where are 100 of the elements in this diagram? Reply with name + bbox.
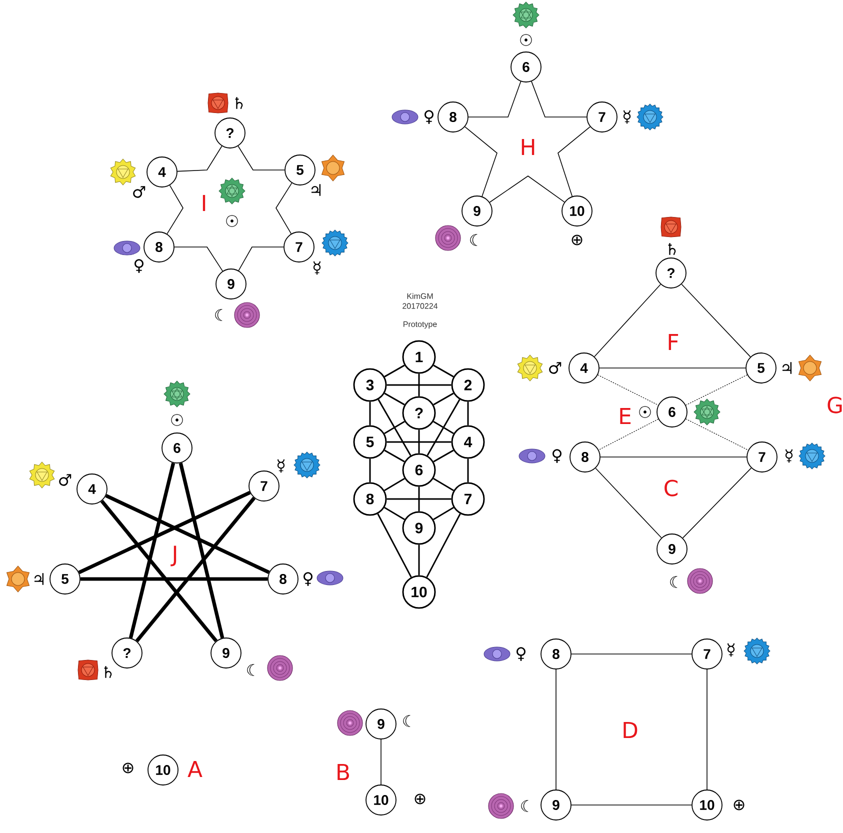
connector: [384, 450, 405, 462]
note-text: KimGM: [407, 293, 433, 299]
planet-symbol: ⊕: [414, 794, 426, 804]
planet-symbol: ☉: [226, 215, 238, 227]
connector: [386, 441, 452, 443]
section-letter: E: [620, 408, 631, 424]
planet-symbol: ♂: [59, 474, 72, 486]
planet-symbol: ♀: [516, 647, 526, 661]
connector: [178, 462, 224, 638]
connector: [384, 478, 405, 492]
connector: [418, 486, 420, 512]
connector: [174, 246, 223, 272]
connector: [384, 392, 405, 406]
planet-symbol: ☿: [313, 261, 321, 275]
planet-symbol: ♀: [134, 259, 144, 273]
connector: [166, 184, 184, 234]
connector: [238, 246, 284, 271]
connector: [386, 498, 452, 500]
section-letter: J: [170, 546, 176, 566]
connector: [135, 496, 256, 642]
connector: [464, 126, 498, 197]
connector: [105, 494, 270, 574]
connector: [594, 284, 661, 358]
planet-symbol: ☾: [670, 576, 678, 588]
connector: [686, 374, 748, 406]
connector: [238, 146, 285, 170]
note-text: 20170224: [402, 303, 438, 309]
connector: [276, 182, 292, 234]
connector: [531, 81, 587, 118]
connector: [433, 392, 454, 406]
planet-symbol: ⊕: [572, 234, 582, 246]
connector: [386, 384, 452, 386]
planet-symbol: ♀: [552, 449, 562, 463]
connector: [384, 506, 405, 520]
planet-symbol: ☿: [277, 459, 285, 473]
section-letter: G: [828, 396, 842, 414]
connector: [378, 399, 412, 456]
connector: [418, 374, 420, 396]
planet-symbol: ♄: [668, 243, 676, 255]
planet-symbol: ☉: [520, 34, 532, 46]
planet-symbol: ♄: [235, 97, 243, 109]
connector: [686, 418, 748, 450]
planet-symbol: ☾: [247, 664, 254, 676]
planet-symbol: ☉: [639, 406, 651, 418]
connector: [433, 364, 454, 378]
connector: [369, 458, 371, 482]
section-letter: C: [664, 480, 678, 496]
section-letter: H: [522, 138, 534, 156]
connector: [489, 176, 565, 203]
connector: [571, 804, 692, 806]
planet-symbol: ☉: [171, 414, 183, 426]
connector: [558, 126, 590, 197]
connector: [369, 402, 371, 426]
connector: [384, 364, 405, 378]
connector: [433, 450, 454, 462]
planet-symbol: ☾: [215, 309, 222, 321]
connector: [426, 399, 460, 456]
connector: [433, 478, 454, 492]
section-letter: D: [624, 722, 638, 738]
connector: [177, 146, 222, 172]
planet-symbol: ♃: [311, 184, 321, 196]
planet-symbol: ♃: [782, 362, 792, 374]
connector: [681, 284, 751, 358]
connector: [418, 544, 420, 576]
connector: [426, 513, 461, 578]
connector: [682, 468, 752, 538]
connector: [377, 513, 412, 578]
planet-symbol: ⊕: [734, 800, 744, 810]
section-letter: B: [338, 764, 349, 780]
connector: [467, 402, 469, 426]
planet-symbol: ♂: [549, 362, 562, 374]
planet-symbol: ☿: [727, 643, 735, 657]
section-letter: I: [202, 194, 206, 212]
planet-symbol: ☾: [403, 715, 410, 727]
connector: [598, 418, 659, 450]
section-letter: F: [668, 334, 678, 350]
planet-symbol: ♀: [304, 572, 312, 586]
connector: [80, 577, 268, 581]
note-text: Prototype: [404, 321, 437, 329]
planet-symbol: ☾: [470, 234, 478, 246]
connector: [380, 739, 382, 785]
connector: [467, 458, 469, 482]
connector: [433, 506, 454, 520]
planet-symbol: ♄: [104, 666, 112, 678]
connector: [433, 420, 454, 434]
connector: [384, 420, 405, 434]
connector: [468, 81, 522, 118]
planet-symbol: ☿: [785, 449, 793, 463]
connector: [418, 430, 420, 454]
connector: [100, 500, 218, 642]
connector: [128, 462, 176, 638]
connector: [78, 490, 251, 574]
planet-symbol: ♃: [34, 573, 44, 585]
planet-symbol: ♀: [424, 110, 434, 124]
connector: [600, 456, 747, 458]
connector: [706, 669, 708, 790]
planet-symbol: ☿: [623, 110, 631, 124]
connector: [598, 374, 658, 406]
connector: [595, 468, 662, 538]
planet-symbol: ♂: [133, 186, 146, 198]
